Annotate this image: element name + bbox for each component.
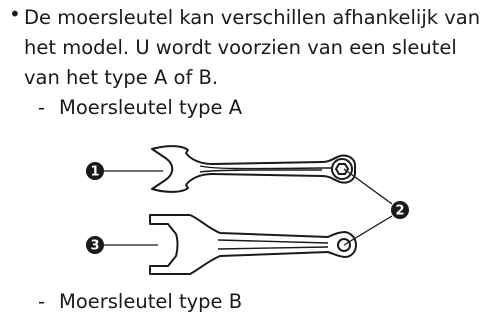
dash-marker: - xyxy=(38,290,46,313)
sub-item-type-b: -Moersleutel type B xyxy=(38,290,242,314)
fork-wrench xyxy=(149,214,357,275)
sub-item-label: Moersleutel type B xyxy=(59,290,243,313)
callout-1: 1 xyxy=(86,162,104,180)
sub-item-type-a: -Moersleutel type A xyxy=(38,96,242,120)
callout-1-label: 1 xyxy=(90,165,99,180)
round-socket-end xyxy=(337,238,351,252)
leader-lines xyxy=(103,168,393,246)
callout-3: 3 xyxy=(86,236,104,254)
bullet-marker: • xyxy=(9,2,21,26)
open-end-wrench xyxy=(151,145,356,193)
dash-marker: - xyxy=(38,96,46,119)
hex-socket-end xyxy=(331,158,353,180)
callout-3-label: 3 xyxy=(90,239,99,254)
callout-2-label: 2 xyxy=(395,204,404,219)
sub-item-label: Moersleutel type A xyxy=(59,96,243,119)
callout-2: 2 xyxy=(391,201,409,219)
instruction-paragraph: De moersleutel kan verschillen afhankeli… xyxy=(24,6,481,89)
